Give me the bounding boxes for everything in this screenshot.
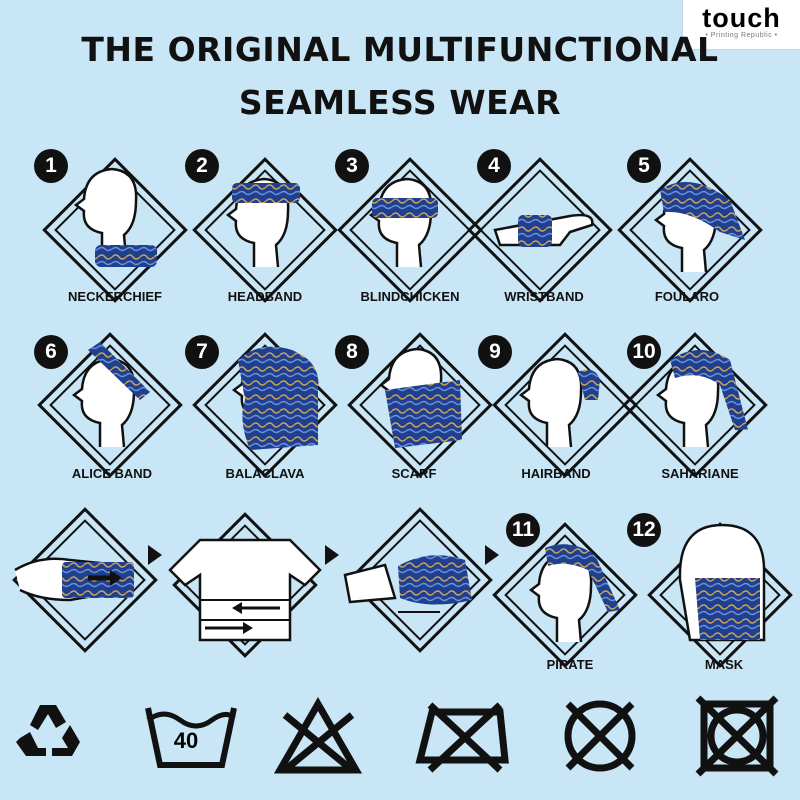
step-number: 5 (627, 149, 661, 183)
step-number: 7 (185, 335, 219, 369)
do-not-tumble-dry-icon (695, 695, 779, 777)
step-label: SCARF (391, 466, 437, 481)
step-6-alice-band-diagram (37, 332, 183, 478)
step-3-blindchicken-diagram (337, 157, 483, 303)
step-number: 9 (478, 335, 512, 369)
page-title-line2: SEAMLESS WEAR (238, 83, 562, 122)
do-not-iron-icon (415, 702, 509, 773)
fold-step-b-diagram (168, 512, 322, 658)
next-arrow-icon (148, 545, 162, 565)
step-12-mask-diagram (647, 522, 793, 668)
step-label: SAHARIANE (661, 466, 739, 481)
step-label: WRISTBAND (504, 289, 584, 304)
step-label: HEADBAND (227, 289, 303, 304)
step-label: MASK (704, 657, 744, 672)
step-1-neckerchief-diagram (42, 157, 188, 303)
step-number: 1 (34, 149, 68, 183)
page-title-line1: THE ORIGINAL MULTIFUNCTIONAL (81, 30, 719, 69)
step-9-hairband-diagram (492, 332, 638, 478)
next-arrow-icon (485, 545, 499, 565)
brand-logo: touch • Printing Republic • (683, 0, 800, 49)
brand-name: touch (702, 3, 781, 33)
step-number: 2 (185, 149, 219, 183)
step-label: HAIRBAND (521, 466, 591, 481)
step-number: 11 (506, 513, 540, 547)
fold-step-a-diagram (12, 507, 158, 653)
step-4-wristband-diagram (467, 157, 613, 303)
step-number: 12 (627, 513, 661, 547)
do-not-bleach-icon (273, 696, 363, 774)
recycle-icon (16, 705, 80, 756)
step-number: 10 (627, 335, 661, 369)
step-label: BALACLAVA (225, 466, 305, 481)
step-8-scarf-diagram (347, 332, 493, 478)
fold-step-c-diagram (343, 507, 493, 653)
step-2-headband-diagram (192, 157, 338, 303)
step-label: FOULARO (654, 289, 720, 304)
step-11-pirate-diagram (492, 522, 638, 668)
wash-temperature: 40 (173, 728, 199, 753)
step-label: NECKERCHIEF (68, 289, 162, 304)
step-number: 3 (335, 149, 369, 183)
next-arrow-icon (325, 545, 339, 565)
step-10-sahariane-diagram (622, 332, 768, 478)
step-number: 6 (34, 335, 68, 369)
step-label: BLINDCHICKEN (360, 289, 460, 304)
wash-40-icon (145, 707, 237, 768)
step-5-foulard-diagram (617, 157, 763, 303)
step-label: PIRATE (546, 657, 594, 672)
step-number: 4 (477, 149, 511, 183)
brand-tagline: • Printing Republic • (705, 32, 778, 39)
step-number: 8 (335, 335, 369, 369)
step-label: ALICE BAND (71, 466, 153, 481)
step-7-balaclava-diagram (192, 332, 338, 478)
do-not-dry-clean-icon (564, 700, 636, 772)
